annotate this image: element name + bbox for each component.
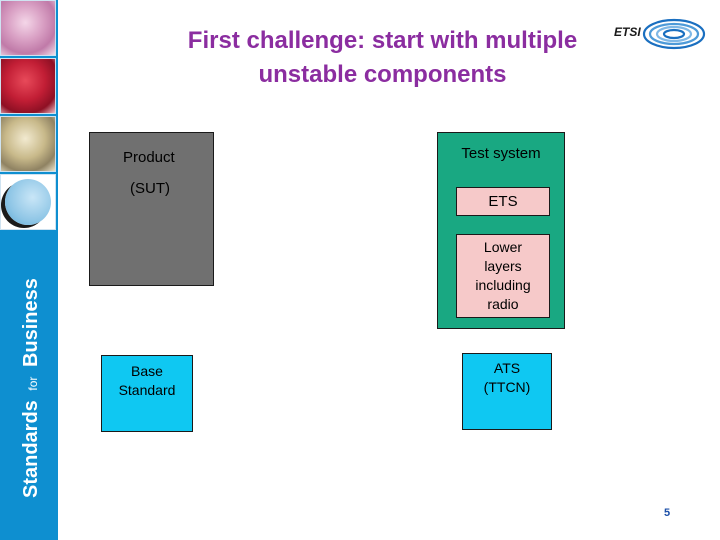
tagline-standards: Standards <box>20 400 42 498</box>
ets-box: ETS <box>456 187 550 216</box>
tagline-for: for <box>26 377 40 391</box>
product-sut-box: Product (SUT) <box>89 132 214 286</box>
lower-layers-line-3: including <box>475 277 531 293</box>
ats-label: ATS (TTCN) <box>463 359 551 397</box>
sut-label: (SUT) <box>130 180 170 197</box>
sidebar-tagline: Standards for Business <box>0 232 58 540</box>
svg-text:Standards for: Standards for Business <box>20 278 42 498</box>
base-standard-label: Base Standard <box>102 362 192 400</box>
lower-layers-box: Lower layers including radio <box>456 234 550 318</box>
logo-text: ETSI <box>614 25 641 39</box>
ets-label: ETS <box>488 193 518 210</box>
lower-layers-label: Lower layers including radio <box>457 238 549 314</box>
lower-layers-line-2: layers <box>484 258 522 274</box>
page-number: 5 <box>664 507 671 519</box>
slide-title: First challenge: start with multiple uns… <box>120 24 645 92</box>
ats-line-2: (TTCN) <box>483 379 531 395</box>
tagline-business: Business <box>20 278 42 367</box>
title-line-2: unstable components <box>258 61 507 88</box>
title-line-1: First challenge: start with multiple <box>187 27 578 54</box>
sidebar-image-beige <box>0 116 56 172</box>
sidebar-image-pink <box>0 0 56 56</box>
etsi-logo-icon: ETSI <box>612 16 708 52</box>
sidebar-image-globe <box>0 174 56 230</box>
sidebar: Standards for Business <box>0 0 58 540</box>
product-label: Product <box>123 149 175 166</box>
base-standard-line-1: Base <box>131 363 163 379</box>
sidebar-image-red <box>0 58 56 114</box>
test-system-label: Test system <box>461 145 541 162</box>
ats-line-1: ATS <box>493 360 521 376</box>
base-standard-line-2: Standard <box>118 382 176 398</box>
ats-box: ATS (TTCN) <box>462 353 552 430</box>
base-standard-box: Base Standard <box>101 355 193 432</box>
lower-layers-line-1: Lower <box>483 239 523 255</box>
globe-icon <box>5 179 51 225</box>
lower-layers-line-4: radio <box>487 296 519 312</box>
